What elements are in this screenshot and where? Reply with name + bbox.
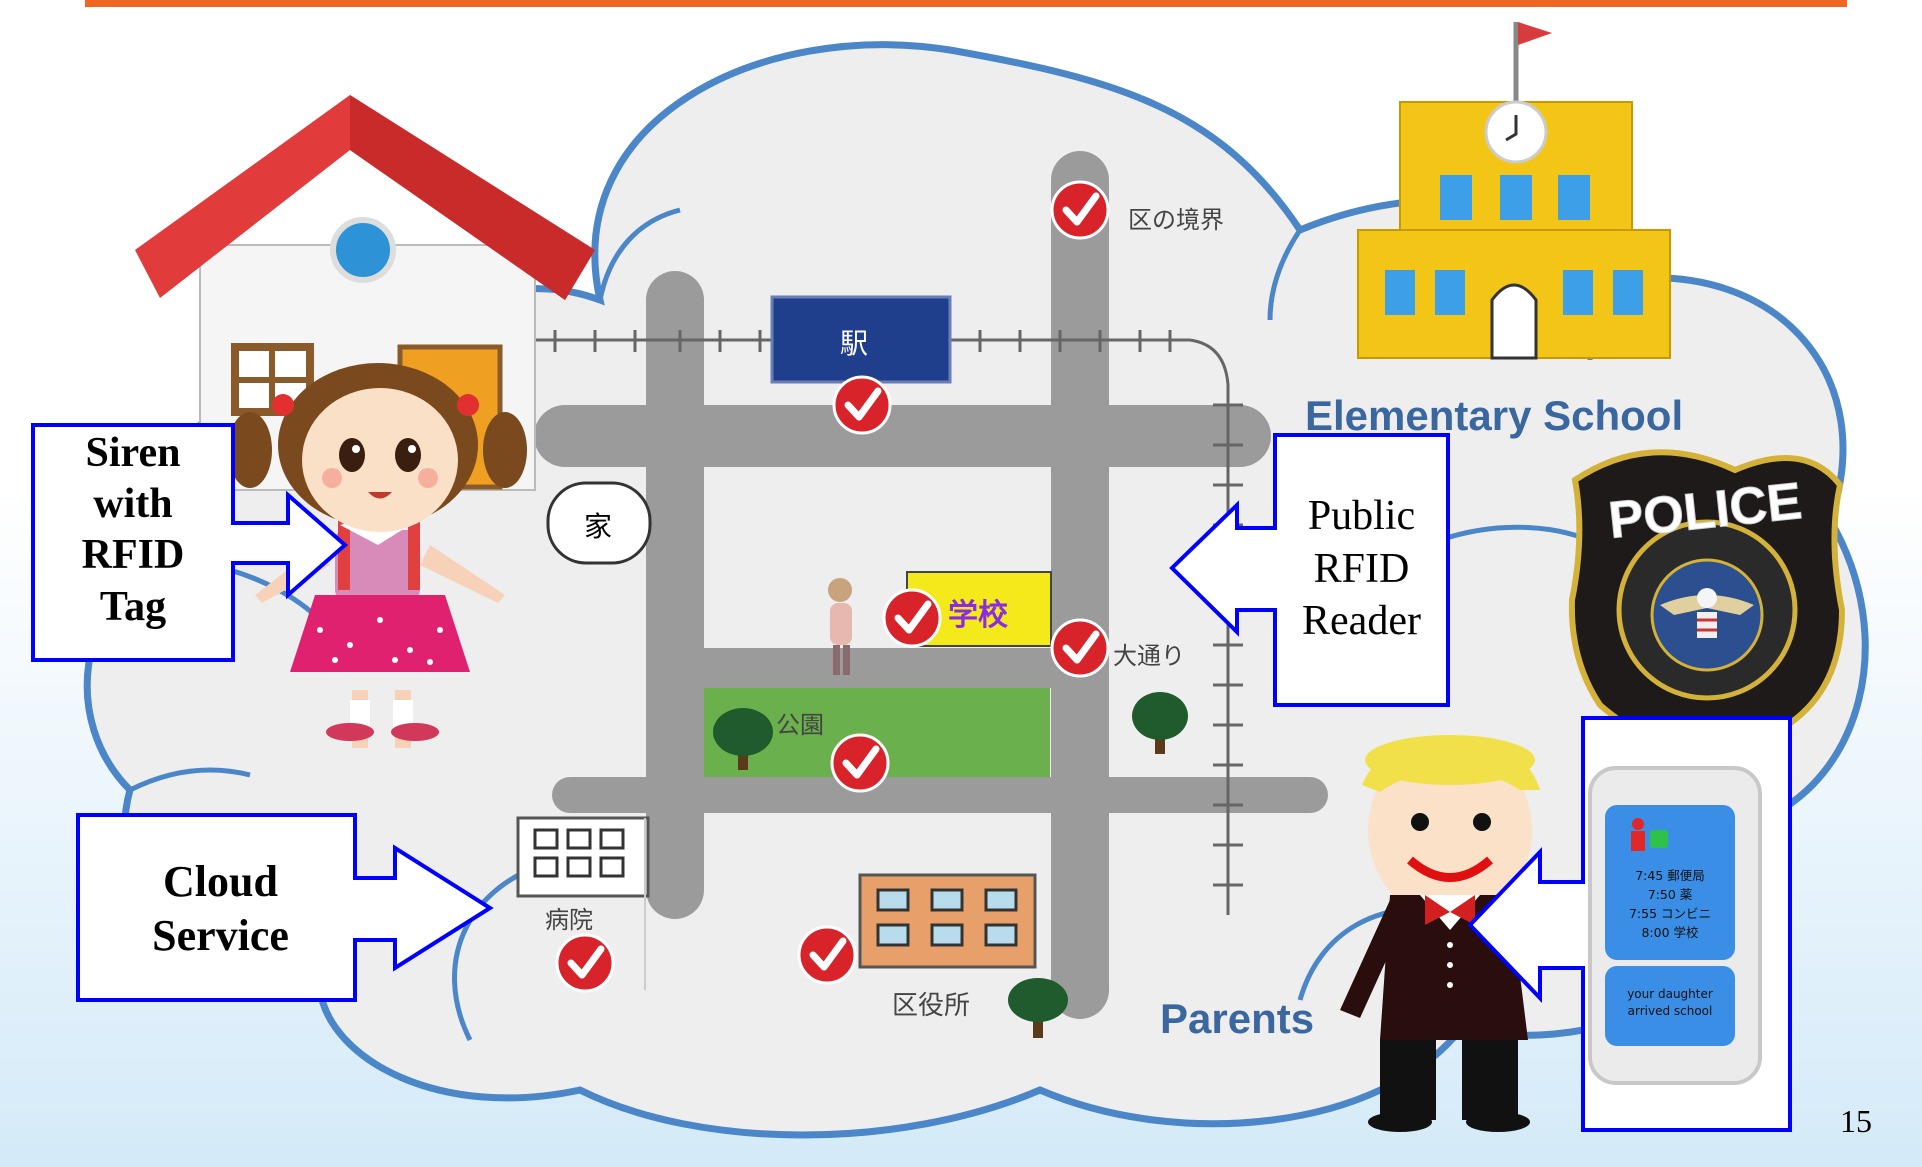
top-accent-bar [85,0,1847,7]
siren-line-4: Tag [99,583,167,630]
pedestrian-figure [828,578,852,675]
station-box [770,295,952,384]
rfid-checkpoint-icon [555,933,615,993]
reader-line-2: RFID [1313,545,1410,592]
cloud-service-text: Cloud Service [78,855,363,962]
hospital-label: 病院 [545,906,593,934]
roads [534,151,1328,1019]
elementary-school-label: Elementary School [1305,392,1684,439]
ward-office-building [858,873,1037,969]
rfid-reader-text: Public RFID Reader [1275,490,1448,648]
phone-log-line: 7:50 薬 [1647,887,1693,902]
home-label: 家 [584,510,613,543]
main-street-label: 大通り [1113,642,1185,670]
tree-park [713,708,773,770]
phone-notice: your daughter arrived school [1605,986,1735,1020]
siren-line-2: with [93,481,173,528]
rfid-checkpoint-icon [1050,618,1110,678]
park-label: 公園 [776,711,824,739]
phone-log-line: 7:55 コンビニ [1628,906,1712,921]
rfid-checkpoint-icon [830,733,890,793]
girl-illustration [228,363,527,748]
railway [535,338,1230,915]
tree-ward-office [1008,978,1068,1038]
siren-callout-text: Siren with RFID Tag [33,428,233,633]
phone-log: 7:45 郵便局 7:50 薬 7:55 コンビニ 8:00 学校 [1605,866,1735,942]
rfid-reader-callout [1169,433,1450,707]
reader-line-1: Public [1307,493,1416,539]
ward-office-label: 区役所 [892,991,971,1021]
home-marker [546,481,652,565]
hospital-building [516,816,650,990]
reader-line-3: Reader [1302,598,1421,644]
street-map [516,151,1328,1038]
phone-log-line: 8:00 学校 [1641,925,1699,940]
smartphone-front [1588,766,1762,1085]
school-label: 学校 [948,598,1008,633]
siren-line-1: Siren [85,430,181,476]
police-badge-icon: POLICE [1568,449,1846,764]
phone-log-line: 7:45 郵便局 [1635,868,1705,883]
siren-callout [31,423,349,662]
cloud-service-callout [76,813,494,1002]
rfid-checkpoints [555,180,1110,993]
parents-label: Parents [1160,995,1315,1042]
phone-notice-line: arrived school [1627,1004,1713,1018]
rfid-checkpoint-icon [832,375,892,435]
page-number: 15 [1840,1103,1872,1139]
phone-notice-line: your daughter [1627,987,1713,1001]
cloud-line-1: Cloud [163,857,278,906]
cloud-line-2: Service [152,910,289,960]
rfid-checkpoint-icon [1050,180,1110,240]
rfid-checkpoint-icon [882,588,942,648]
siren-line-3: RFID [81,532,185,579]
school-building-icon [1357,22,1671,360]
rfid-checkpoint-icon [797,925,857,985]
station-label: 駅 [840,327,869,360]
ward-border-label: 区の境界 [1128,206,1224,234]
tree-east [1132,692,1188,754]
